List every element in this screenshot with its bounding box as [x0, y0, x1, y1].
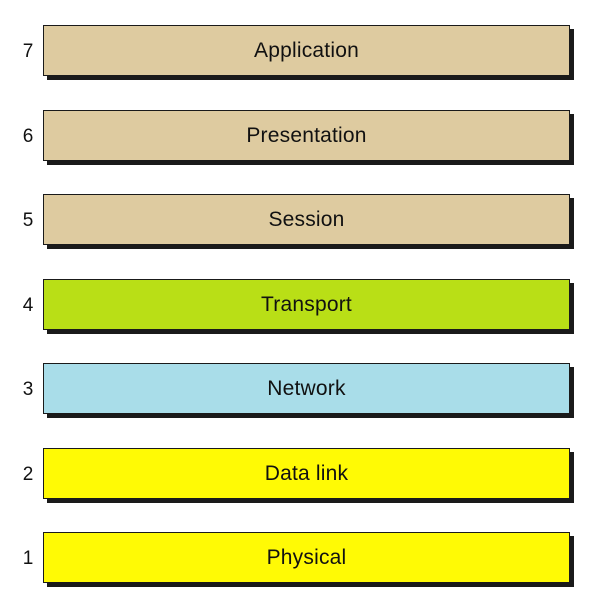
layer-name: Application	[254, 38, 359, 62]
layer-box-data-link: Data link	[43, 448, 570, 499]
layer-number: 1	[22, 548, 34, 569]
layer-name: Physical	[266, 545, 347, 569]
layer-name: Data link	[264, 461, 349, 485]
layer-name: Network	[267, 376, 346, 400]
layer-row-network: 3 Network	[0, 363, 610, 419]
layer-box-network: Network	[43, 363, 570, 414]
layer-number: 2	[22, 464, 34, 485]
layer-box-session: Session	[43, 194, 570, 245]
layer-number: 7	[22, 41, 34, 62]
layer-row-transport: 4 Transport	[0, 279, 610, 335]
layer-number: 3	[22, 379, 34, 400]
layer-row-presentation: 6 Presentation	[0, 110, 610, 166]
layer-name: Session	[268, 207, 345, 231]
layer-row-application: 7 Application	[0, 25, 610, 81]
layer-number: 5	[22, 210, 34, 231]
layer-row-data-link: 2 Data link	[0, 448, 610, 504]
layer-name: Transport	[261, 292, 352, 316]
layer-row-physical: 1 Physical	[0, 532, 610, 588]
layer-row-session: 5 Session	[0, 194, 610, 250]
layer-box-physical: Physical	[43, 532, 570, 583]
layer-box-presentation: Presentation	[43, 110, 570, 161]
layer-number: 4	[22, 295, 34, 316]
layer-box-transport: Transport	[43, 279, 570, 330]
layer-number: 6	[22, 126, 34, 147]
layer-name: Presentation	[246, 123, 367, 147]
layer-box-application: Application	[43, 25, 570, 76]
